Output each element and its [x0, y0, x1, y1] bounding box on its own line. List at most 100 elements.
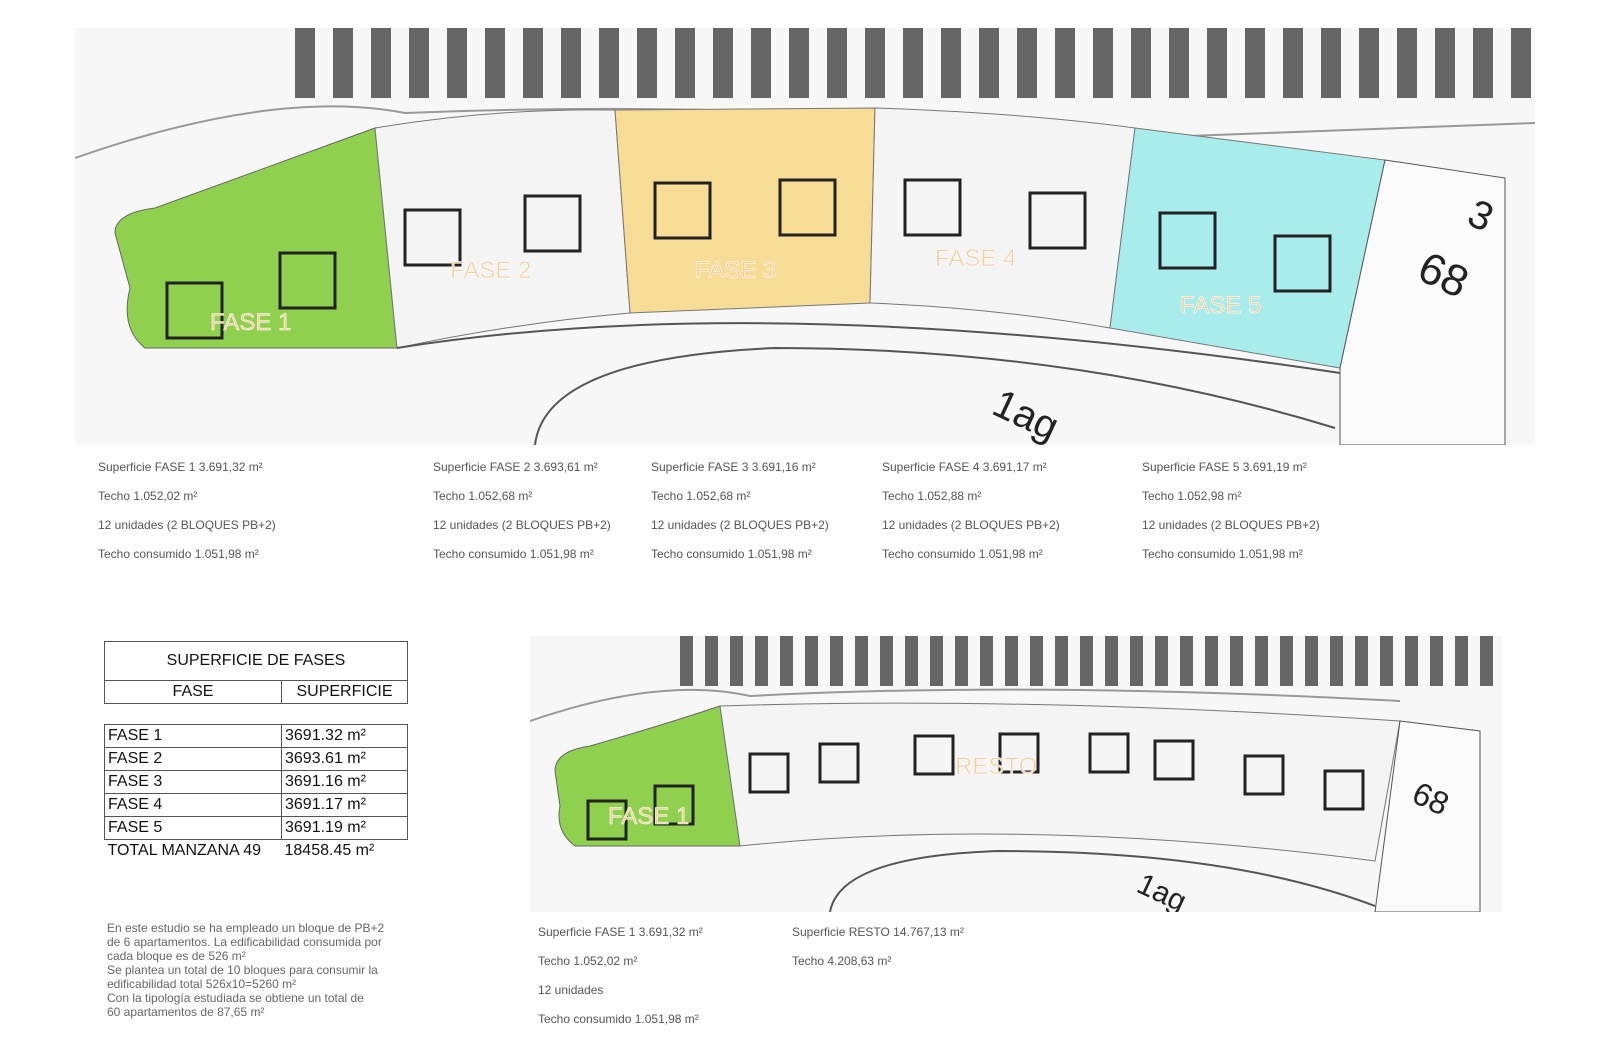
phase-surface: 3691.32 m² — [281, 724, 408, 748]
apartment-block — [523, 194, 582, 253]
parking-stall — [789, 28, 809, 98]
apartment-block — [778, 178, 837, 237]
apartment-block — [1323, 769, 1365, 811]
fase-4-area — [869, 107, 1136, 329]
phase-info-consumido: Techo consumido 1.051,98 m² — [98, 547, 259, 561]
apartment-block — [653, 181, 712, 240]
phase-surface: 3691.17 m² — [281, 793, 408, 817]
apartment-block — [278, 251, 337, 310]
parking-stall — [1005, 636, 1018, 686]
phase-info-sup: Superficie FASE 5 3.691,19 m² — [1142, 460, 1307, 474]
phase-name: FASE 5 — [104, 816, 282, 840]
parking-stall — [1330, 636, 1343, 686]
note-line: edificabilidad total 526x10=5260 m² — [107, 977, 297, 991]
parking-stall — [903, 28, 923, 98]
parking-stall — [599, 28, 619, 98]
phase-name: FASE 1 — [104, 724, 282, 748]
parking-stall — [1245, 28, 1265, 98]
apartment-block — [586, 799, 628, 841]
phase-info-techo: Techo 1.052,02 m² — [98, 489, 198, 503]
plan-label-resto: RESTO — [955, 753, 1037, 780]
parking-stall — [830, 636, 843, 686]
parking-stall — [730, 636, 743, 686]
parking-stall — [1017, 28, 1037, 98]
parking-stall — [1511, 28, 1531, 98]
fase-2-area — [374, 109, 631, 349]
apartment-block — [998, 732, 1040, 774]
apartment-block — [1273, 234, 1332, 293]
parking-stall — [1131, 28, 1151, 98]
parking-stall — [295, 28, 315, 98]
parking-stall — [447, 28, 467, 98]
top-site-plan: FASE 1 FASE 2 FASE 3 FASE 4 FASE 5 68 3 … — [75, 28, 1535, 445]
parking-stall — [1155, 636, 1168, 686]
parking-stall — [855, 636, 868, 686]
parking-stripes — [295, 28, 1531, 98]
apartment-block — [748, 752, 790, 794]
apartment-block — [653, 784, 695, 826]
phase-surface: 3691.16 m² — [281, 770, 408, 794]
phase-info-techo: Techo 1.052,88 m² — [882, 489, 982, 503]
parking-stall — [1130, 636, 1143, 686]
parking-stall — [1169, 28, 1189, 98]
parking-stall — [561, 28, 581, 98]
apartment-block — [818, 742, 860, 784]
table-header-superficie: SUPERFICIE — [281, 680, 408, 704]
phase-info-unidades: 12 unidades (2 BLOQUES PB+2) — [433, 518, 611, 532]
note-line: cada bloque es de 526 m² — [107, 949, 246, 963]
phase-info-sup: Superficie FASE 2 3.693,61 m² — [433, 460, 598, 474]
parking-stall — [880, 636, 893, 686]
road-label: 1ag — [1132, 867, 1191, 912]
phase-info-sup: Superficie FASE 3 3.691,16 m² — [651, 460, 816, 474]
parking-stall — [1480, 636, 1493, 686]
plan-label-fase-5: FASE 5 — [1180, 292, 1261, 319]
parking-stall — [1405, 636, 1418, 686]
phase-info-consumido: Techo consumido 1.051,98 m² — [1142, 547, 1303, 561]
apartment-block — [1088, 732, 1130, 774]
note-line: Se plantea un total de 10 bloques para c… — [107, 963, 378, 977]
phase-info-consumido: Techo consumido 1.051,98 m² — [651, 547, 812, 561]
parking-stall — [1230, 636, 1243, 686]
parking-stall — [1397, 28, 1417, 98]
parking-stall — [371, 28, 391, 98]
phase-info-4: Superficie FASE 4 3.691,17 m² Techo 1.052… — [882, 453, 1060, 569]
parking-stall — [1430, 636, 1443, 686]
parking-stall — [1321, 28, 1341, 98]
parking-stall — [1455, 636, 1468, 686]
note-line: Con la tipología estudiada se obtiene un… — [107, 991, 364, 1005]
phase-info-techo: Techo 1.052,68 m² — [433, 489, 533, 503]
parking-stall — [941, 28, 961, 98]
parking-stall — [1435, 28, 1455, 98]
apartment-block — [913, 734, 955, 776]
phase-info-unidades: 12 unidades (2 BLOQUES PB+2) — [1142, 518, 1320, 532]
phase-info-sup: Superficie RESTO 14.767,13 m² — [792, 925, 964, 939]
phase-info-sup: Superficie FASE 4 3.691,17 m² — [882, 460, 1047, 474]
parking-stall — [705, 636, 718, 686]
phase-name: FASE 4 — [104, 793, 282, 817]
phase-info-techo: Techo 1.052,98 m² — [1142, 489, 1242, 503]
parking-stall — [1180, 636, 1193, 686]
apartment-block — [1028, 191, 1087, 250]
note-line: de 6 apartamentos. La edificabilidad con… — [107, 935, 382, 949]
parking-stall — [675, 28, 695, 98]
parking-stall — [713, 28, 733, 98]
resto-area — [719, 702, 1401, 862]
phase-info-techo: Techo 4.208,63 m² — [792, 954, 892, 968]
phase-name: FASE 3 — [104, 770, 282, 794]
phase-info-sup: Superficie FASE 1 3.691,32 m² — [538, 925, 703, 939]
fase-1-area — [114, 127, 398, 349]
plan-label-fase-1: FASE 1 — [608, 803, 689, 830]
parking-stall — [865, 28, 885, 98]
plan-label-fase-1: FASE 1 — [210, 309, 291, 336]
parking-stall — [1305, 636, 1318, 686]
parking-stall — [1283, 28, 1303, 98]
table-title: SUPERFICIE DE FASES — [104, 641, 408, 681]
phase-info-2: Superficie RESTO 14.767,13 m² Techo 4.208… — [792, 918, 964, 976]
parking-stall — [1473, 28, 1493, 98]
parking-stall — [1205, 636, 1218, 686]
